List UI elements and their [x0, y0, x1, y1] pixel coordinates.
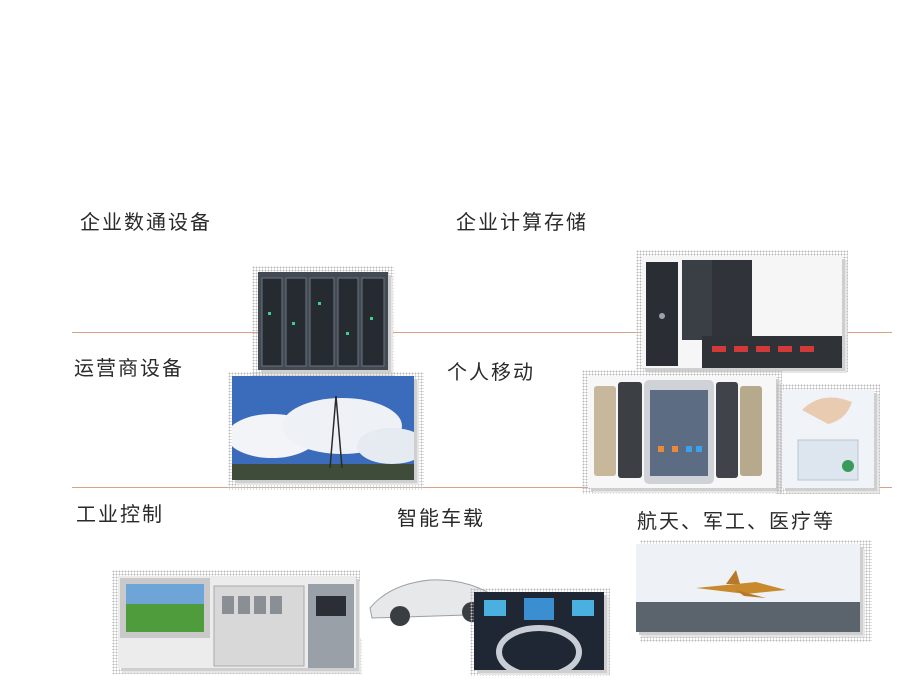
label-enterprise-datacom: 企业数通设备 — [80, 210, 212, 234]
tower-servers-icon — [642, 256, 842, 368]
cell-tower-icon — [232, 376, 414, 480]
car-dashboard-icon — [474, 592, 604, 670]
fighter-jet-icon — [636, 544, 860, 632]
car-dashboard-photo — [474, 592, 604, 670]
fighter-jet-carrier-photo — [636, 544, 860, 632]
label-smart-vehicle: 智能车载 — [397, 506, 485, 530]
tower-servers-photo — [642, 256, 842, 368]
label-industrial-control: 工业控制 — [76, 502, 164, 526]
smart-card-icon — [782, 390, 874, 488]
server-racks-photo — [258, 272, 388, 370]
divider-line-bottom — [72, 487, 892, 488]
server-racks-icon — [258, 272, 388, 370]
smart-card-hand-photo — [782, 390, 874, 488]
divider-line-top — [72, 332, 892, 333]
label-enterprise-compute-storage: 企业计算存储 — [456, 210, 588, 234]
industrial-control-panels-photo — [118, 576, 356, 668]
label-carrier-equipment: 运营商设备 — [74, 356, 184, 380]
label-personal-mobile: 个人移动 — [447, 360, 535, 384]
cell-tower-sky-photo — [232, 376, 414, 480]
industrial-panels-icon — [118, 576, 356, 668]
label-aerospace-military-medical: 航天、军工、医疗等 — [637, 509, 835, 533]
smartphones-icon — [588, 376, 776, 488]
smartphones-photo — [588, 376, 776, 488]
